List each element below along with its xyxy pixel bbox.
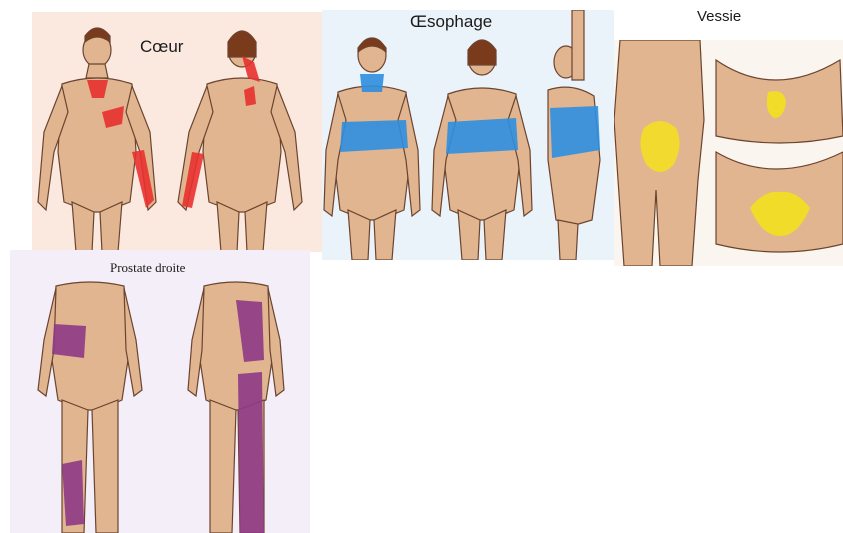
coeur-back-figure bbox=[178, 31, 302, 252]
panel-oesophage: Œsophage bbox=[322, 10, 614, 260]
prostate-zone-abdomen bbox=[52, 324, 86, 358]
oesophage-label: Œsophage bbox=[410, 12, 492, 32]
oesophage-back-zones bbox=[446, 118, 518, 154]
vessie-illustration bbox=[614, 40, 843, 266]
oesophage-zone-chest-front bbox=[340, 120, 408, 152]
vessie-back-zone bbox=[640, 121, 679, 172]
coeur-front-figure bbox=[38, 28, 156, 252]
prostate-back-figure bbox=[188, 282, 284, 533]
prostate-illustration bbox=[10, 250, 310, 533]
panel-prostate: Prostate droite bbox=[10, 250, 310, 533]
prostate-label: Prostate droite bbox=[110, 260, 185, 276]
prostate-zone-back-leg bbox=[238, 372, 264, 533]
oesophage-zone-neck bbox=[360, 74, 384, 92]
panel-vessie bbox=[614, 40, 843, 266]
prostate-front-figure bbox=[38, 282, 142, 533]
panel-coeur: Cœur bbox=[32, 12, 322, 252]
oesophage-illustration bbox=[322, 10, 614, 260]
vessie-label: Vessie bbox=[697, 8, 741, 25]
oesophage-zone-side bbox=[550, 106, 600, 158]
oesophage-side-zones bbox=[550, 106, 600, 158]
oesophage-zone-back bbox=[446, 118, 518, 154]
coeur-label: Cœur bbox=[140, 37, 183, 57]
